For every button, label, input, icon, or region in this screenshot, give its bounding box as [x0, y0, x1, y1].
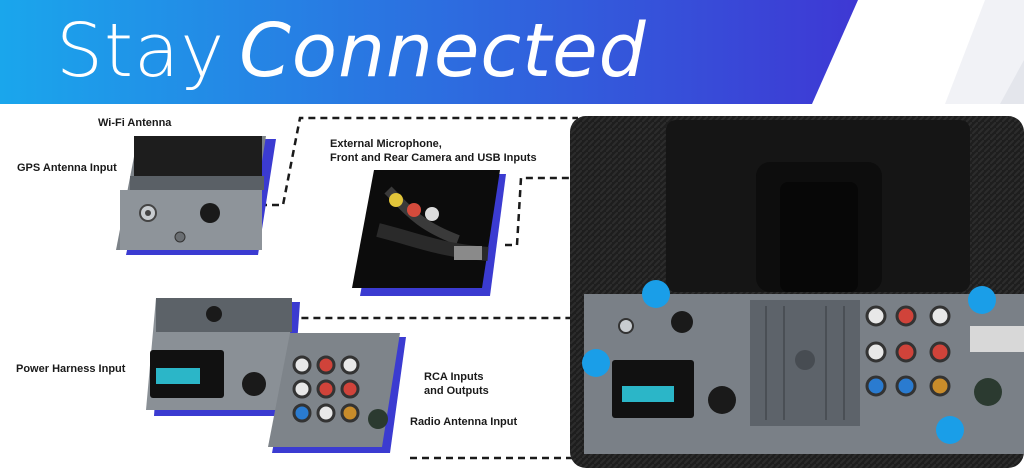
connector-mic-usb: [505, 176, 570, 247]
label-external-mic-line2: Front and Rear Camera and USB Inputs: [330, 152, 537, 164]
label-external-mic-line1: External Microphone,: [330, 138, 442, 150]
label-power-harness: Power Harness Input: [16, 363, 126, 375]
rca-closeup: [264, 333, 406, 453]
cables-closeup: [348, 170, 506, 296]
label-rca: RCA Inputs and Outputs: [424, 370, 489, 398]
title-italic-word: Connected: [239, 8, 647, 94]
banner-background: [0, 0, 1024, 104]
marker-gps: [642, 280, 670, 308]
callout-markers: [582, 280, 996, 444]
title-light-word: Stay: [56, 8, 226, 94]
marker-rca: [968, 286, 996, 314]
head-unit-rear-view: [570, 116, 1024, 468]
label-wifi-antenna: Wi-Fi Antenna: [98, 117, 172, 129]
label-radio-antenna: Radio Antenna Input: [410, 416, 518, 428]
power-harness-closeup: [140, 298, 300, 416]
gps-wifi-closeup: [108, 136, 276, 258]
label-external-mic: External Microphone, Front and Rear Came…: [330, 137, 537, 165]
label-rca-line2: and Outputs: [424, 385, 489, 397]
marker-radio: [936, 416, 964, 444]
label-gps-antenna: GPS Antenna Input: [17, 162, 117, 174]
marker-power: [582, 349, 610, 377]
label-rca-line1: RCA Inputs: [424, 371, 484, 383]
